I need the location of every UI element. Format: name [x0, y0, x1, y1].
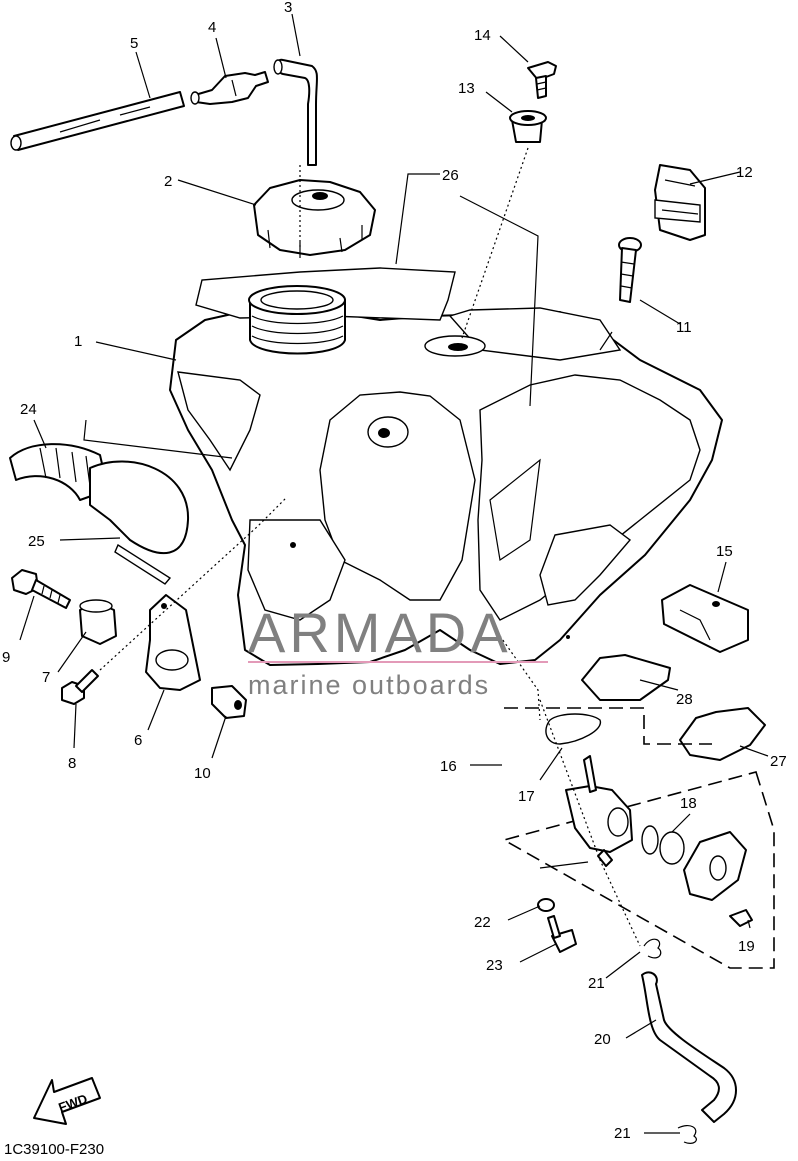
- fwd-arrow-icon: FWD: [33, 1077, 101, 1125]
- callout-24: 24: [20, 401, 37, 418]
- callout-3: 3: [284, 0, 292, 16]
- callout-5: 5: [130, 35, 138, 52]
- hose-clip-lower: [677, 1124, 697, 1144]
- callout-15: 15: [716, 543, 733, 560]
- callout-26: 26: [442, 167, 459, 184]
- callout-21-lower: 21: [614, 1125, 631, 1142]
- callout-25: 25: [28, 533, 45, 550]
- callout-2: 2: [164, 173, 172, 190]
- callout-16: 16: [440, 758, 457, 775]
- callout-14: 14: [474, 27, 491, 44]
- clip: [654, 164, 706, 241]
- watermark-brand: ARMADA: [248, 601, 512, 664]
- gasket: [581, 654, 671, 701]
- breather-hose: [273, 58, 318, 166]
- callout-22: 22: [474, 914, 491, 931]
- bolt-23: [547, 915, 577, 953]
- watermark: ARMADA marine outboards: [248, 601, 548, 700]
- callout-9: 9: [2, 649, 10, 666]
- leader-lines: [19, 13, 769, 1134]
- fuel-cock-assembly: [501, 707, 775, 969]
- callout-8: 8: [68, 755, 76, 772]
- flange-bolt: [11, 569, 71, 609]
- band: [89, 460, 190, 585]
- cover-plate: [679, 707, 766, 761]
- washer: [537, 898, 555, 912]
- fuel-tank: [169, 267, 723, 666]
- callout-7: 7: [42, 669, 50, 686]
- callout-11: 11: [676, 319, 692, 336]
- check-valve: [190, 71, 269, 105]
- screw: [527, 61, 557, 99]
- damper: [79, 599, 117, 645]
- bracket-15: [661, 584, 749, 653]
- bracket: [145, 594, 201, 691]
- bolt-small: [61, 669, 99, 705]
- screw-19: [729, 909, 753, 927]
- tank-filler-neck: [248, 285, 346, 355]
- diagram-code: 1C39100-F230: [4, 1141, 104, 1156]
- callout-18: 18: [680, 795, 697, 812]
- callout-13: 13: [458, 80, 475, 97]
- callout-20: 20: [594, 1031, 611, 1048]
- fuel-hose: [641, 971, 737, 1123]
- callout-19: 19: [738, 938, 755, 955]
- hose-clip-upper: [643, 938, 662, 959]
- callout-labels: 1 2 3 4 5 6 7 8 9 10 11 12 13 14 15 16 1…: [2, 0, 787, 1142]
- callout-27: 27: [770, 753, 787, 770]
- fuel-cap: [253, 179, 376, 258]
- callout-28: 28: [676, 691, 693, 708]
- bolt: [599, 237, 642, 351]
- callout-17: 17: [518, 788, 535, 805]
- watermark-tagline: marine outboards: [248, 670, 490, 700]
- callout-23: 23: [486, 957, 503, 974]
- callout-10: 10: [194, 765, 211, 782]
- collar: [509, 110, 547, 143]
- vent-hose: [10, 91, 185, 151]
- collar-bushing: [211, 685, 247, 719]
- callout-21-upper: 21: [588, 975, 605, 992]
- callout-1: 1: [74, 333, 82, 350]
- callout-6: 6: [134, 732, 142, 749]
- callout-4: 4: [208, 19, 216, 36]
- callout-12: 12: [736, 164, 753, 181]
